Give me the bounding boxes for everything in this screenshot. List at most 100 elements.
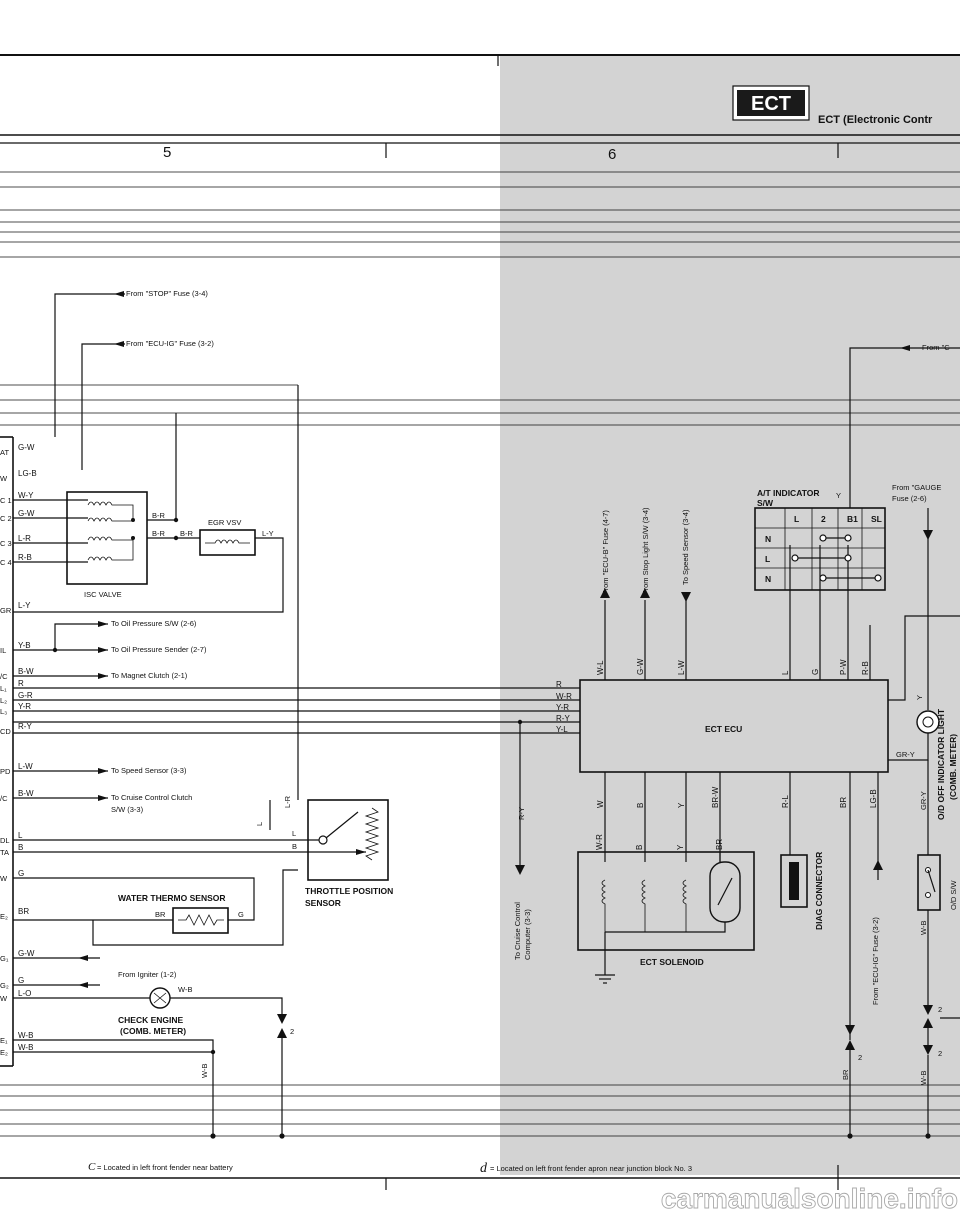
wire-color-label: B (18, 843, 23, 852)
od-light-label-1: O/D OFF INDICATOR LIGHT (936, 708, 946, 820)
g1-arrow (78, 955, 88, 961)
throttle-wire-l2: L (255, 822, 264, 826)
wire-color-label: Y-R (18, 702, 31, 711)
speed-sensor-arrow (98, 768, 108, 774)
ecu-pin-label: G₂ (0, 981, 9, 990)
right-from-note: From "C (922, 343, 950, 352)
wire-color-label: W-B (18, 1043, 33, 1052)
footnote-d: = Located on left front fender apron nea… (490, 1164, 692, 1173)
od-switch-wire: W-B (919, 921, 928, 935)
oil-sender-arrow (98, 647, 108, 653)
diag-connector-pins (789, 862, 799, 900)
od-switch-blade (927, 869, 936, 893)
ecu-pin-label: L₁ (0, 684, 7, 693)
at-contact (791, 554, 799, 562)
od-conn-top (923, 1005, 933, 1015)
wire-color-label: B-W (18, 789, 34, 798)
solenoid-common (605, 922, 726, 933)
ecu-top-wire-label: W-L (596, 660, 605, 675)
ecu-top-wire-label: G-W (636, 658, 645, 675)
oil-sw-wire (13, 623, 108, 651)
isc-valve-coils (87, 501, 135, 561)
br-conn-bottom (845, 1040, 855, 1050)
isc-coil (87, 536, 134, 541)
check-engine-wire: W-B (178, 985, 192, 994)
ect-ecu-left-inputs: RW-RY-RR-YY-L (556, 680, 572, 734)
throttle-wiper (325, 811, 359, 839)
diag-connector-label: DIAG CONNECTOR (814, 852, 824, 930)
check-engine-conn-top (277, 1014, 287, 1024)
ecu-bottom-wire-label: Y (677, 802, 686, 808)
isc-coil (87, 517, 134, 522)
throttle-label-1: THROTTLE POSITION (305, 886, 393, 896)
right-from-wire (849, 347, 960, 508)
check-engine-label-1: CHECK ENGINE (118, 1015, 184, 1025)
egr-feed-label: B-R (180, 529, 194, 538)
at-indicator-label-1: A/T INDICATOR (757, 488, 820, 498)
watermark: carmanualsonline.info (661, 1183, 958, 1213)
wire-color-label: LG-B (18, 469, 37, 478)
wire-color-label: G-W (18, 443, 35, 452)
at-indicator-label-2: S/W (757, 498, 774, 508)
cruise-clutch-note-1: To Cruise Control Clutch (111, 793, 192, 802)
isc-wire-label-b: B-R (152, 529, 166, 538)
bottom-br-label: BR (841, 1069, 850, 1080)
stop-light-note: From Stop Light S/W (3-4) (641, 507, 650, 595)
right-from-arrow (900, 345, 910, 351)
cruise-computer-arrow (515, 865, 525, 875)
footnote-c-mark: C (88, 1161, 96, 1173)
oil-sw-note: To Oil Pressure S/W (2-6) (111, 619, 197, 628)
ecu-pin-label: C 2 (0, 514, 12, 523)
egr-out-label: L-Y (262, 529, 274, 538)
igniter-note: From Igniter (1-2) (118, 970, 177, 979)
wire-color-label: L-R (18, 534, 31, 543)
magnet-clutch-note: To Magnet Clutch (2-1) (111, 671, 188, 680)
solenoid-wire-label: W-R (595, 834, 604, 850)
ecu-top-wire-label: R-B (861, 661, 870, 675)
wire-color-label: W-Y (18, 491, 34, 500)
ecu-top-wire-label: P-W (839, 659, 848, 675)
wire-color-label: G-W (18, 949, 35, 958)
stop-fuse-arrow (114, 291, 124, 297)
g2-arrow (78, 982, 88, 988)
ecu-pin-label: G₁ (0, 954, 9, 963)
wire-color-label: R-Y (18, 722, 32, 731)
ecu-pin-label: DL (0, 836, 10, 845)
at-table-row-label: L (765, 554, 770, 564)
egr-vsv-coil (205, 539, 250, 544)
ecu-pin-label: C 3 (0, 539, 12, 548)
at-contact (819, 574, 827, 582)
od-conn-bottom (923, 1018, 933, 1028)
bottom-wb-label: W-B (919, 1071, 928, 1085)
od-conn-b-top (923, 1045, 933, 1055)
ecuig-right-note: From "ECU-IG" Fuse (3-2) (871, 917, 880, 1005)
ect-badge-box (737, 90, 805, 116)
wire-color-label: B-W (18, 667, 34, 676)
wire-color-label: R-B (18, 553, 32, 562)
junction-dot (925, 1133, 931, 1139)
od-conn-b: 2 (938, 1049, 942, 1058)
throttle-resistor (364, 807, 380, 861)
water-thermo-resistor (178, 914, 224, 926)
at-contact (874, 574, 882, 582)
ecuig-fuse-arrow (114, 341, 124, 347)
stop-fuse-note: From "STOP" Fuse (3-4) (126, 289, 208, 298)
junction-dot (131, 518, 135, 522)
column-number-6: 6 (608, 146, 616, 163)
ecu-pin-label: W (0, 474, 8, 483)
ecu-pin-label: E₁ (0, 1036, 8, 1045)
ground-wire-1 (13, 1039, 214, 1136)
junction-dot (131, 536, 135, 540)
ecu-pin-label: L₂ (0, 696, 7, 705)
ect-badge-text: ECT (751, 93, 791, 115)
od-switch-contact (925, 892, 931, 898)
ecu-pin-label: C 1 (0, 496, 12, 505)
at-table-header: L (794, 514, 799, 524)
ecu-pin-label: W (0, 994, 8, 1003)
ect-ecu-label: ECT ECU (705, 724, 742, 734)
wire-color-label: G (18, 869, 24, 878)
at-table-header: B1 (847, 514, 858, 524)
